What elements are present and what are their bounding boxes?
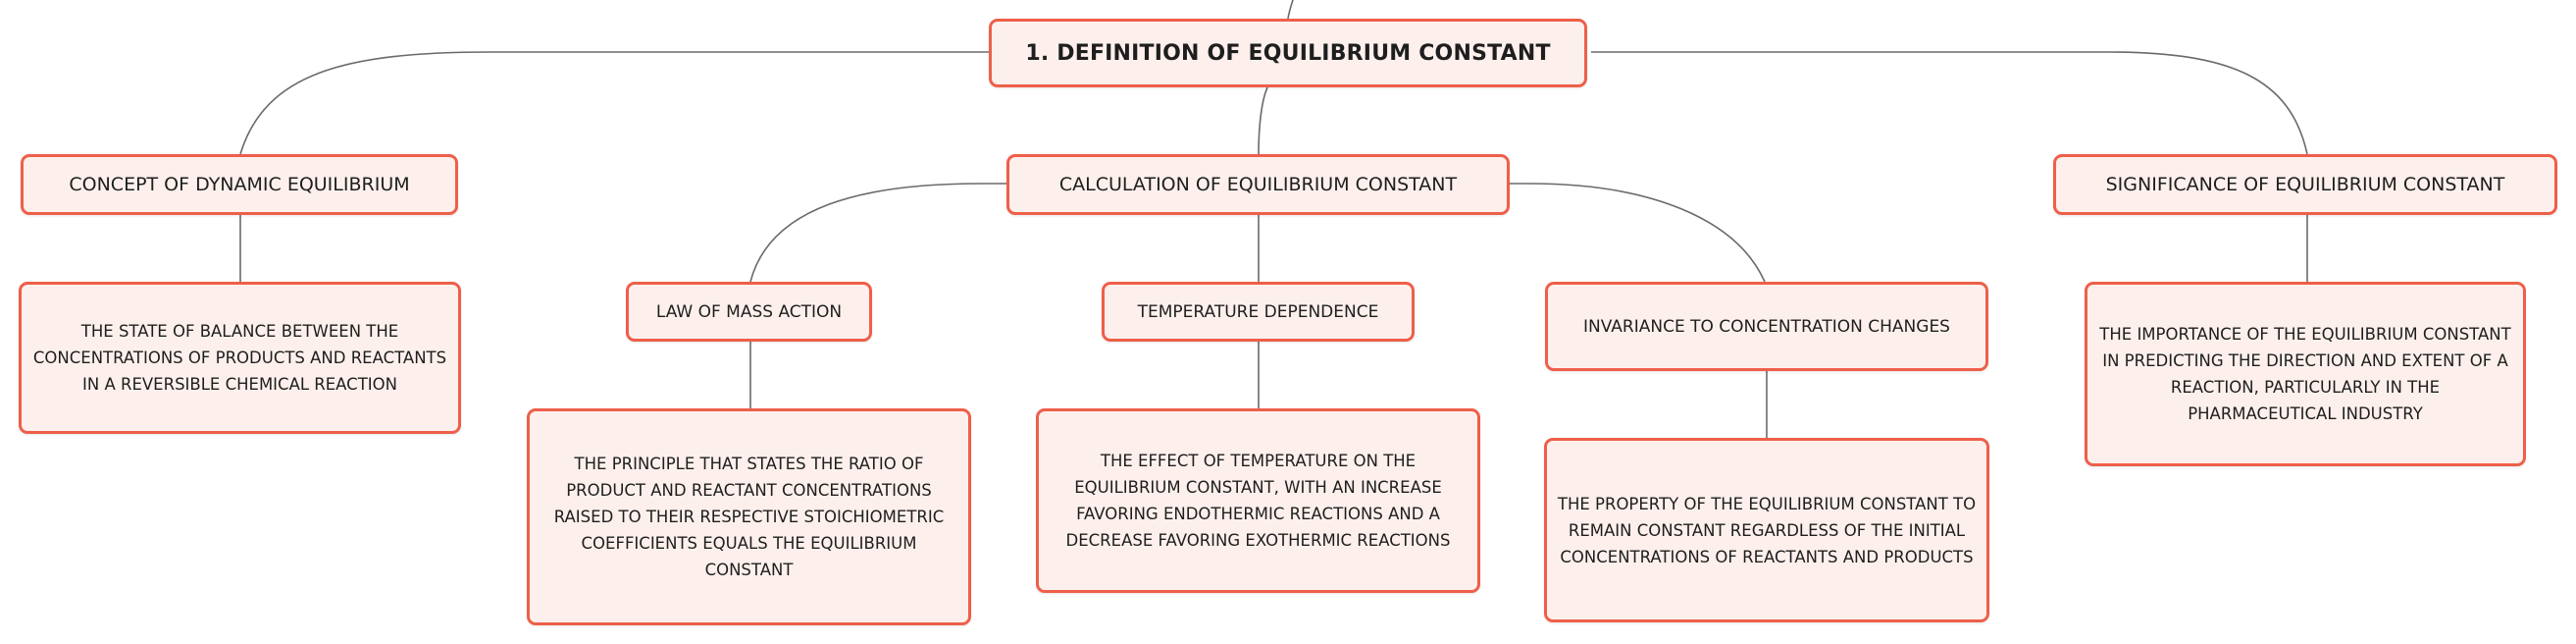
description-significance-text: THE IMPORTANCE OF THE EQUILIBRIUM CONSTA… — [2099, 325, 2511, 423]
branch-dynamic-equilibrium-label: CONCEPT OF DYNAMIC EQUILIBRIUM — [69, 174, 410, 195]
connector-root-to-dynamic-equilibrium — [239, 51, 991, 155]
description-significance[interactable]: THE IMPORTANCE OF THE EQUILIBRIUM CONSTA… — [2085, 282, 2526, 466]
connector-root-to-calculation — [1258, 86, 1268, 155]
branch-dynamic-equilibrium[interactable]: CONCEPT OF DYNAMIC EQUILIBRIUM — [21, 154, 458, 215]
description-law-of-mass-action-text: THE PRINCIPLE THAT STATES THE RATIO OF P… — [553, 455, 945, 579]
subtopic-invariance-to-concentration-changes[interactable]: INVARIANCE TO CONCENTRATION CHANGES — [1545, 282, 1988, 371]
branch-calculation[interactable]: CALCULATION OF EQUILIBRIUM CONSTANT — [1006, 154, 1510, 215]
connector-calculation-to-invariance — [1508, 183, 1766, 283]
branch-significance[interactable]: SIGNIFICANCE OF EQUILIBRIUM CONSTANT — [2053, 154, 2557, 215]
branch-significance-label: SIGNIFICANCE OF EQUILIBRIUM CONSTANT — [2105, 174, 2505, 195]
subtopic-temperature-dependence[interactable]: TEMPERATURE DEPENDENCE — [1102, 282, 1415, 342]
description-dynamic-equilibrium[interactable]: THE STATE OF BALANCE BETWEEN THE CONCENT… — [19, 282, 461, 434]
subtopic-temperature-dependence-label: TEMPERATURE DEPENDENCE — [1137, 301, 1379, 322]
root-topic[interactable]: 1. DEFINITION OF EQUILIBRIUM CONSTANT — [989, 19, 1587, 87]
connector-calculation-to-mass-action — [749, 183, 1008, 283]
root-topic-label: 1. DEFINITION OF EQUILIBRIUM CONSTANT — [1025, 40, 1551, 66]
description-temperature-dependence[interactable]: THE EFFECT OF TEMPERATURE ON THE EQUILIB… — [1036, 408, 1480, 593]
description-invariance-text: THE PROPERTY OF THE EQUILIBRIUM CONSTANT… — [1557, 494, 1977, 566]
subtopic-invariance-label: INVARIANCE TO CONCENTRATION CHANGES — [1583, 316, 1950, 337]
description-dynamic-equilibrium-text: THE STATE OF BALANCE BETWEEN THE CONCENT… — [32, 322, 447, 394]
subtopic-law-of-mass-action[interactable]: LAW OF MASS ACTION — [626, 282, 872, 342]
description-law-of-mass-action[interactable]: THE PRINCIPLE THAT STATES THE RATIO OF P… — [527, 408, 971, 625]
description-invariance-to-concentration-changes[interactable]: THE PROPERTY OF THE EQUILIBRIUM CONSTANT… — [1544, 438, 1989, 622]
connector-upstream — [1287, 0, 1294, 20]
connector-root-to-significance — [1591, 51, 2308, 155]
branch-calculation-label: CALCULATION OF EQUILIBRIUM CONSTANT — [1058, 174, 1458, 195]
subtopic-law-of-mass-action-label: LAW OF MASS ACTION — [655, 301, 843, 322]
description-temperature-dependence-text: THE EFFECT OF TEMPERATURE ON THE EQUILIB… — [1065, 452, 1451, 550]
